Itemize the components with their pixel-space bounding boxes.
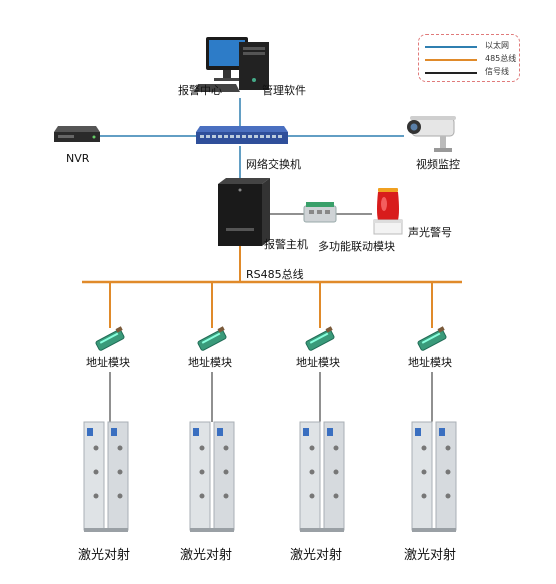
alarm-center-label: 报警中心 <box>178 84 222 97</box>
laser-detector-label: 激光对射 <box>78 548 131 563</box>
laser-detector-label: 激光对射 <box>290 548 343 563</box>
laser-detector-pair-icon <box>83 421 129 532</box>
legend-label-ethernet: 以太网 <box>485 41 509 50</box>
laser-detector-pair-icon <box>299 421 345 532</box>
legend-swatch-ethernet <box>425 46 477 48</box>
laser-detector-pair-icon <box>411 421 457 532</box>
legend-label-signal: 信号线 <box>485 67 509 76</box>
laser-detector-label: 激光对射 <box>180 548 233 563</box>
legend-swatch-signal <box>425 72 477 74</box>
siren-icon <box>373 188 403 235</box>
linkage-module-icon <box>303 202 337 223</box>
legend-item-ethernet: 以太网 <box>425 40 515 52</box>
nvr-icon <box>54 126 100 142</box>
laser-detector-label: 激光对射 <box>404 548 457 563</box>
address-module-icon <box>95 326 125 351</box>
address-module-icon <box>417 326 447 351</box>
nvr-label: NVR <box>66 152 90 165</box>
alarm-host-label: 报警主机 <box>264 238 308 251</box>
bus-label: RS485总线 <box>246 268 304 281</box>
switch-label: 网络交换机 <box>246 158 301 171</box>
legend-swatch-bus <box>425 59 477 61</box>
network-switch-icon <box>196 126 288 144</box>
legend-item-signal: 信号线 <box>425 66 515 78</box>
address-module-icon <box>197 326 227 351</box>
mgmt-software-label: 管理软件 <box>262 84 306 97</box>
alarm-host-icon <box>218 178 270 246</box>
laser-detector-pair-icon <box>189 421 235 532</box>
address-module-label: 地址模块 <box>188 356 232 369</box>
computer-icon <box>194 37 269 92</box>
camera-icon <box>407 116 456 152</box>
legend-label-bus: 485总线 <box>485 54 517 63</box>
legend-item-bus: 485总线 <box>425 53 517 65</box>
address-module-label: 地址模块 <box>296 356 340 369</box>
video-monitor-label: 视频监控 <box>416 158 460 171</box>
address-module-icon <box>305 326 335 351</box>
address-module-label: 地址模块 <box>408 356 452 369</box>
siren-label: 声光警号 <box>408 226 452 239</box>
legend-box: 以太网 485总线 信号线 <box>418 34 520 82</box>
linkage-module-label: 多功能联动模块 <box>318 240 395 253</box>
address-module-label: 地址模块 <box>86 356 130 369</box>
